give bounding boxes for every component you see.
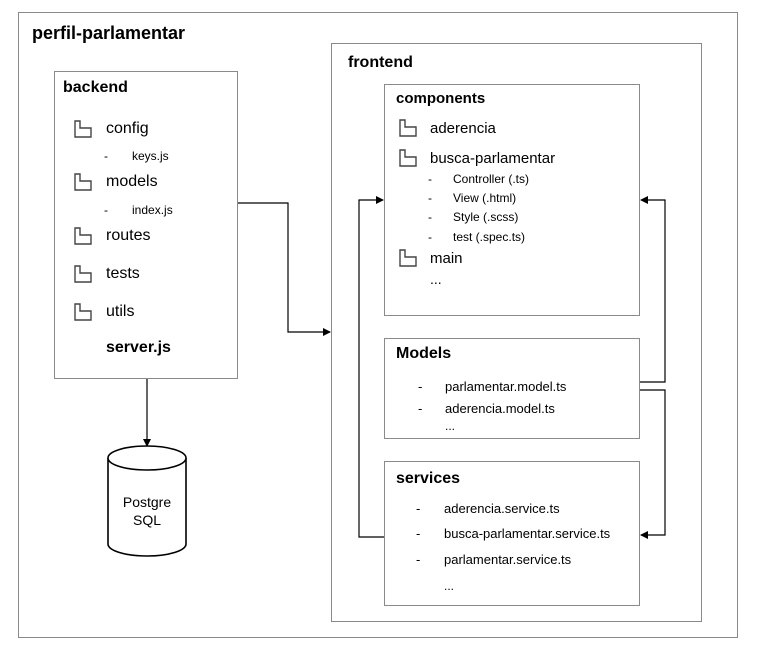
- components-title: components: [396, 90, 486, 107]
- models-file-parlamentar: parlamentar.model.ts: [445, 379, 567, 394]
- bullet-dash: -: [428, 230, 432, 244]
- bullet-dash: -: [418, 379, 423, 394]
- folder-icon: [74, 120, 92, 138]
- components-folder-aderencia: aderencia: [430, 120, 496, 137]
- project-title: perfil-parlamentar: [32, 23, 186, 43]
- services-file-busca-parlamentar: busca-parlamentar.service.ts: [444, 526, 611, 541]
- models-file-aderencia: aderencia.model.ts: [445, 401, 555, 416]
- backend-folder-config: config: [106, 120, 149, 137]
- models-panel: [384, 338, 640, 439]
- folder-icon: [399, 149, 417, 167]
- services-title: services: [396, 470, 461, 487]
- backend-file-keys: keys.js: [132, 149, 169, 163]
- bullet-dash: -: [418, 401, 423, 416]
- arrow-services-to-components: [358, 196, 384, 538]
- folder-icon: [399, 249, 417, 267]
- database-label-line1: Postgre: [122, 494, 172, 510]
- folder-icon: [74, 265, 92, 283]
- frontend-title: frontend: [348, 54, 413, 71]
- component-file-test: test (.spec.ts): [453, 230, 526, 244]
- bullet-dash: -: [416, 552, 421, 567]
- components-folder-main: main: [430, 250, 463, 267]
- backend-title: backend: [63, 79, 128, 96]
- backend-folder-tests: tests: [106, 265, 140, 282]
- component-file-style: Style (.scss): [453, 210, 519, 224]
- arrow-models-to-services: [640, 389, 666, 539]
- services-file-aderencia: aderencia.service.ts: [444, 501, 560, 516]
- arrow-models-to-components: [640, 196, 666, 383]
- component-file-view: View (.html): [453, 191, 517, 205]
- services-ellipsis: ...: [444, 579, 455, 593]
- backend-panel: [54, 71, 238, 379]
- folder-icon: [74, 303, 92, 321]
- backend-file-index: index.js: [132, 203, 173, 217]
- bullet-dash: -: [104, 149, 108, 163]
- models-title: Models: [396, 345, 452, 362]
- bullet-dash: -: [416, 501, 421, 516]
- backend-folder-utils: utils: [106, 303, 135, 320]
- bullet-dash: -: [428, 210, 432, 224]
- folder-icon: [74, 173, 92, 191]
- folder-icon: [399, 119, 417, 137]
- models-ellipsis: ...: [445, 419, 456, 433]
- components-ellipsis: ...: [430, 271, 442, 287]
- backend-server-file: server.js: [106, 339, 171, 356]
- database-cylinder: [107, 445, 187, 557]
- backend-folder-routes: routes: [106, 227, 151, 244]
- component-file-controller: Controller (.ts): [453, 172, 530, 186]
- bullet-dash: -: [428, 191, 432, 205]
- backend-folder-models: models: [106, 173, 158, 190]
- bullet-dash: -: [416, 526, 421, 541]
- services-panel: [384, 461, 640, 606]
- services-file-parlamentar: parlamentar.service.ts: [444, 552, 572, 567]
- bullet-dash: -: [428, 172, 432, 186]
- database-label-line2: SQL: [132, 512, 161, 528]
- components-folder-busca-parlamentar: busca-parlamentar: [430, 150, 556, 167]
- arrow-backend-to-frontend: [238, 202, 331, 336]
- components-panel: [384, 84, 640, 316]
- folder-icon: [74, 227, 92, 245]
- bullet-dash: -: [104, 203, 108, 217]
